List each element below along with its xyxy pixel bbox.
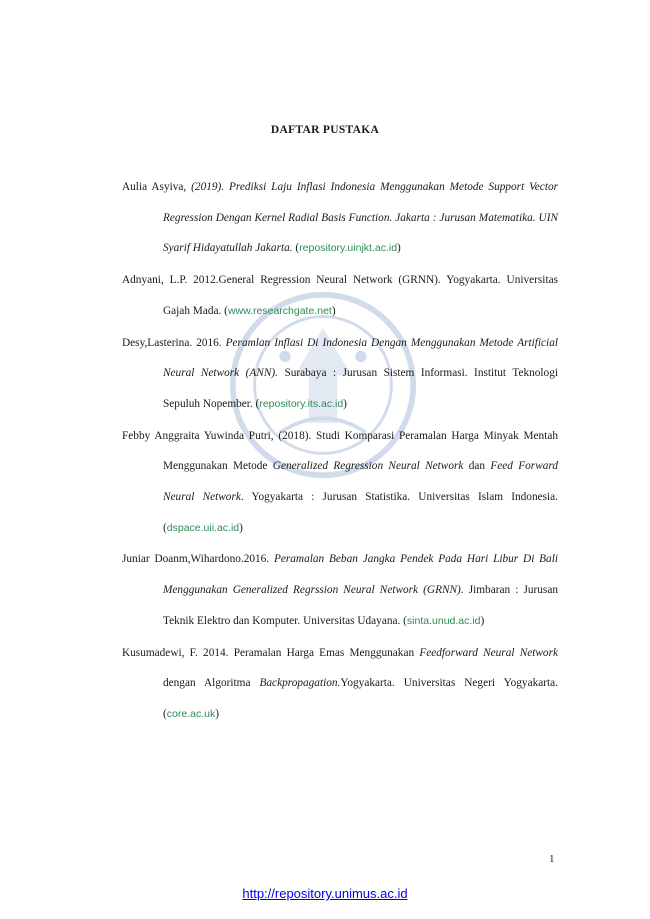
repository-footer-link[interactable]: http://repository.unimus.ac.id xyxy=(242,886,408,901)
reference-list: Aulia Asyiva, (2019). Prediksi Laju Infl… xyxy=(122,172,558,730)
reference-item: Febby Anggraita Yuwinda Putri, (2018). S… xyxy=(122,429,559,534)
reference-link[interactable]: sinta.unud.ac.id xyxy=(406,614,481,627)
reference-link[interactable]: repository.uinjkt.ac.id xyxy=(299,242,398,255)
reference-item: Kusumadewi, F. 2014. Peramalan Harga Ema… xyxy=(122,646,558,720)
reference-link[interactable]: repository.its.ac.id xyxy=(259,397,344,410)
reference-item: Aulia Asyiva, (2019). Prediksi Laju Infl… xyxy=(122,181,558,255)
reference-item: Adnyani, L.P. 2012.General Regression Ne… xyxy=(122,274,558,317)
page-number: 1 xyxy=(549,853,555,865)
page-title: DAFTAR PUSTAKA xyxy=(270,124,380,136)
reference-item: Juniar Doanm,Wihardono.2016. Peramalan B… xyxy=(122,553,558,627)
reference-link[interactable]: www.researchgate.net xyxy=(227,304,332,317)
reference-item: Desy,Lasterina. 2016. Peramlan Inflasi D… xyxy=(122,336,558,410)
reference-link[interactable]: core.ac.uk xyxy=(166,707,216,720)
reference-link[interactable]: dspace.uii.ac.id xyxy=(166,521,240,534)
